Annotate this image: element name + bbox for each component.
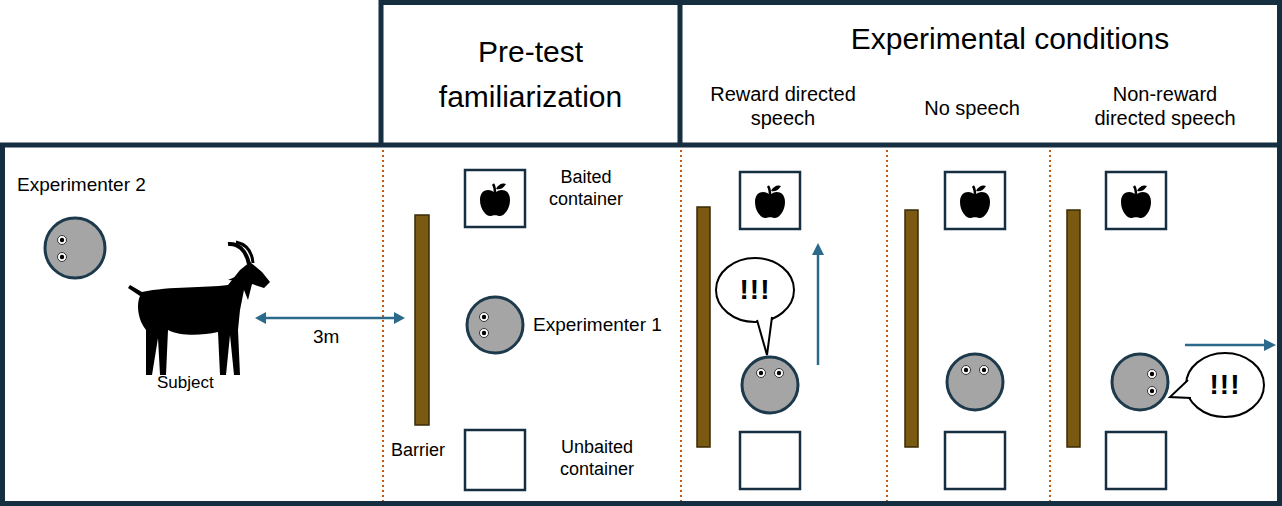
speech-bubble: !!! — [715, 257, 795, 323]
table-rule — [379, 0, 384, 145]
experimenter-symbol — [467, 297, 523, 353]
header-text: Experimental conditions — [851, 21, 1170, 57]
unbaited-container — [1106, 432, 1166, 489]
baited-container — [740, 172, 800, 229]
container-label: Baited container — [540, 167, 632, 210]
apple-icon — [480, 184, 510, 217]
barrier — [905, 210, 918, 447]
barrier — [1067, 210, 1080, 447]
dotted-divider — [1049, 150, 1051, 501]
movement-arrow — [1185, 339, 1276, 351]
dotted-divider — [886, 150, 888, 501]
dotted-divider — [680, 150, 682, 501]
apple-icon — [1121, 186, 1151, 219]
role-label: Experimenter 1 — [533, 314, 662, 337]
distance-arrow — [255, 312, 405, 324]
part-label: Barrier — [391, 440, 445, 462]
unbaited-container — [465, 430, 525, 490]
dimension-label: 3m — [313, 326, 339, 349]
exclamation-text: !!! — [740, 276, 771, 304]
table-border — [3, 3, 1280, 504]
dotted-divider — [382, 150, 384, 501]
experimenter-symbol — [742, 357, 798, 413]
header-cell: Pre-test familiarization — [383, 5, 678, 143]
bubble-ellipse — [716, 258, 794, 322]
apple-icon — [755, 186, 785, 219]
bubble-tail — [757, 317, 772, 355]
table-rule — [0, 143, 1282, 148]
experimenter-symbol — [45, 218, 105, 278]
condition-heading: No speech — [922, 96, 1022, 120]
goat-silhouette — [128, 242, 270, 375]
bubble-tail — [1170, 380, 1191, 398]
unbaited-container — [740, 432, 800, 489]
baited-container — [465, 170, 525, 227]
baited-container — [945, 172, 1005, 229]
role-label: Subject — [157, 373, 214, 393]
speech-bubble: !!! — [1185, 352, 1265, 418]
unbaited-container — [945, 432, 1005, 489]
table-rule — [678, 0, 683, 145]
apple-icon — [960, 186, 990, 219]
role-label: Experimenter 2 — [17, 174, 146, 197]
header-cell: Experimental conditions — [683, 5, 1279, 73]
condition-heading: Non-reward directed speech — [1085, 82, 1245, 130]
experimenter-symbol — [1112, 354, 1168, 410]
barrier — [697, 207, 710, 447]
movement-arrow — [812, 243, 824, 365]
header-text: Pre-test familiarization — [383, 29, 678, 119]
bubble-ellipse — [1186, 353, 1264, 417]
condition-heading: Reward directed speech — [698, 82, 868, 130]
barrier — [415, 215, 429, 425]
exclamation-text: !!! — [1210, 371, 1241, 399]
baited-container — [1106, 172, 1166, 229]
experimenter-symbol — [947, 354, 1003, 410]
container-label: Unbaited container — [547, 437, 647, 480]
